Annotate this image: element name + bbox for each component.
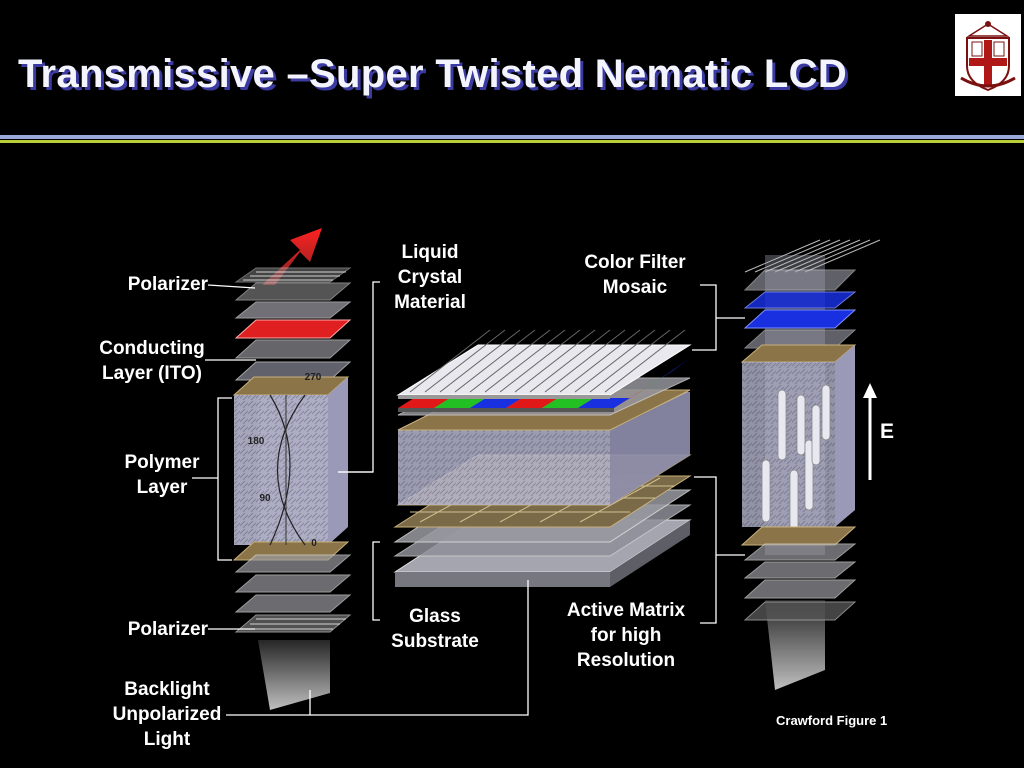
label-liquid-line2: Crystal bbox=[397, 267, 463, 288]
title-divider-green bbox=[0, 140, 1024, 143]
figure-credit: Crawford Figure 1 bbox=[776, 713, 888, 728]
label-conducting-line1: Conducting bbox=[99, 338, 205, 359]
label-angle-270: 270 bbox=[304, 372, 322, 383]
label-active-line2: for high bbox=[590, 625, 662, 646]
right-polarizer-top bbox=[744, 239, 881, 273]
label-electric-field: E bbox=[879, 420, 894, 443]
red-filter-plate bbox=[234, 319, 352, 339]
polarizer-top-center bbox=[396, 329, 692, 399]
label-backlight-line3: Light bbox=[143, 729, 191, 750]
label-conducting-layer: Conducting Layer (ITO) bbox=[82, 336, 222, 386]
label-glass-line1: Glass bbox=[409, 606, 461, 627]
electric-field-arrow bbox=[863, 383, 877, 480]
label-color-filter-line1: Color Filter bbox=[584, 252, 686, 273]
label-active-line1: Active Matrix bbox=[566, 600, 686, 621]
label-liquid-crystal: Liquid Crystal Material bbox=[374, 240, 486, 315]
right-lcd-stack bbox=[740, 239, 881, 690]
label-polarizer-bottom: Polarizer bbox=[127, 619, 208, 640]
university-seal-logo bbox=[955, 14, 1021, 96]
label-angle-180: 180 bbox=[247, 436, 265, 447]
label-angle-90: 90 bbox=[259, 493, 271, 504]
label-polarizer-top: Polarizer bbox=[127, 274, 208, 295]
label-glass-substrate: Glass Substrate bbox=[380, 604, 490, 654]
title-divider-blue bbox=[0, 135, 1024, 139]
leader-lines bbox=[192, 281, 745, 716]
slide-title: Transmissive –Super Twisted Nematic LCD bbox=[18, 52, 848, 96]
aligned-liquid-crystal-block bbox=[740, 344, 857, 546]
label-backlight-line1: Backlight bbox=[124, 679, 210, 700]
label-active-matrix: Active Matrix for high Resolution bbox=[552, 598, 700, 673]
label-backlight: Backlight Unpolarized Light bbox=[100, 677, 234, 752]
label-active-line3: Resolution bbox=[576, 650, 676, 671]
polymer-layer-block bbox=[232, 376, 350, 561]
label-polymer-line1: Polymer bbox=[124, 452, 200, 473]
label-color-filter: Color Filter Mosaic bbox=[572, 250, 698, 300]
label-backlight-line2: Unpolarized bbox=[112, 704, 222, 725]
center-lcd-stack bbox=[393, 329, 692, 587]
label-color-filter-line2: Mosaic bbox=[602, 277, 668, 298]
color-filter-mosaic bbox=[398, 358, 690, 412]
polarizer-bottom-plate bbox=[234, 614, 352, 633]
label-conducting-line2: Layer (ITO) bbox=[102, 363, 202, 384]
label-liquid-line3: Material bbox=[394, 292, 466, 313]
label-polymer-layer: Polymer Layer bbox=[112, 450, 212, 500]
output-light-arrow bbox=[262, 228, 322, 285]
conducting-plate bbox=[234, 339, 352, 359]
label-angle-0: 0 bbox=[311, 538, 317, 549]
left-lcd-stack bbox=[232, 228, 352, 710]
label-glass-line2: Substrate bbox=[391, 631, 479, 652]
backlight-beam bbox=[258, 640, 330, 710]
label-liquid-line1: Liquid bbox=[401, 242, 459, 263]
polarizer-top-plate bbox=[234, 267, 352, 301]
label-polymer-line2: Layer bbox=[136, 477, 188, 498]
